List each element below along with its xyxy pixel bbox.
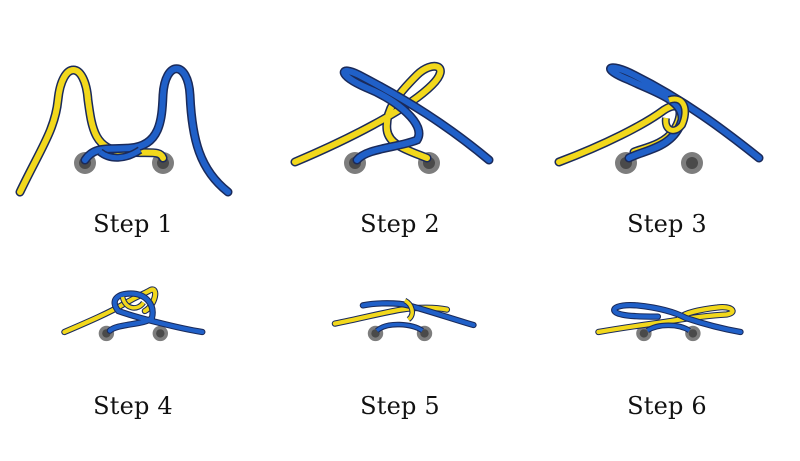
step-6-panel: Step 6 xyxy=(534,0,800,230)
step-6-label: Step 6 xyxy=(534,392,800,420)
step-5-label: Step 5 xyxy=(267,392,533,420)
step-5-panel: Step 5 xyxy=(267,0,533,230)
step-4-panel: Step 4 xyxy=(0,0,266,230)
step-4-illustration xyxy=(0,262,266,402)
step-4-label: Step 4 xyxy=(0,392,266,420)
step-5-illustration xyxy=(267,262,533,402)
step-6-illustration xyxy=(534,262,800,402)
eyelet-right xyxy=(153,326,168,341)
